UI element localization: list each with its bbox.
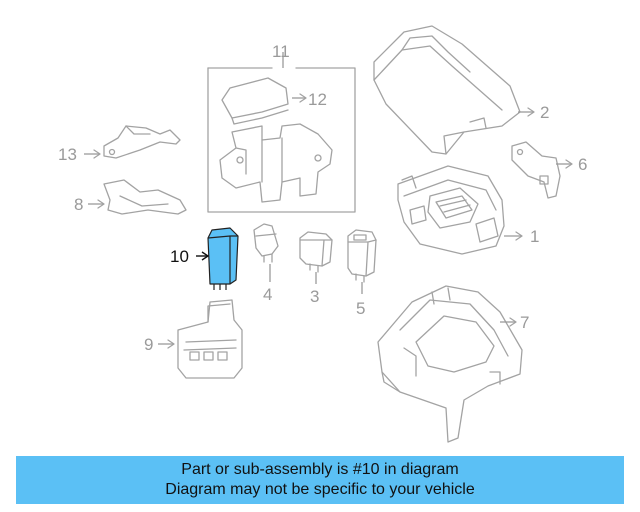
callout-6: 6 xyxy=(578,155,587,174)
part-7-tray[interactable] xyxy=(377,285,523,443)
callout-1: 1 xyxy=(530,227,539,246)
callout-11: 11 xyxy=(272,42,290,61)
part-2-cover[interactable] xyxy=(373,25,535,155)
part-4-fuse[interactable] xyxy=(253,223,279,282)
part-9-connector[interactable] xyxy=(158,299,243,379)
part-13-bracket[interactable] xyxy=(84,125,181,159)
callout-10: 10 xyxy=(170,247,189,266)
part-5-fuse[interactable] xyxy=(347,229,377,294)
caption-line-1: Part or sub-assembly is #10 in diagram xyxy=(181,461,459,478)
callout-12: 12 xyxy=(308,90,327,109)
callout-4: 4 xyxy=(263,285,272,304)
callout-3: 3 xyxy=(310,287,319,306)
callout-13: 13 xyxy=(58,145,77,164)
caption-line-2: Diagram may not be specific to your vehi… xyxy=(165,481,475,498)
callout-7: 7 xyxy=(520,313,529,332)
part-10-relay-highlighted[interactable] xyxy=(196,227,239,290)
caption-banner: Part or sub-assembly is #10 in diagram D… xyxy=(16,456,624,504)
part-6-bracket[interactable] xyxy=(511,141,573,199)
parts-diagram: 11 12 2 6 1 xyxy=(58,25,587,443)
callout-8: 8 xyxy=(74,195,83,214)
part-11-bracket-group[interactable] xyxy=(207,52,356,213)
part-12-cap[interactable] xyxy=(292,93,307,103)
part-3-relay[interactable] xyxy=(299,231,333,284)
callout-2: 2 xyxy=(540,103,549,122)
part-8-bracket[interactable] xyxy=(88,179,187,215)
part-1-fuse-box[interactable] xyxy=(397,165,523,255)
callout-5: 5 xyxy=(356,299,365,318)
callout-9: 9 xyxy=(144,335,153,354)
